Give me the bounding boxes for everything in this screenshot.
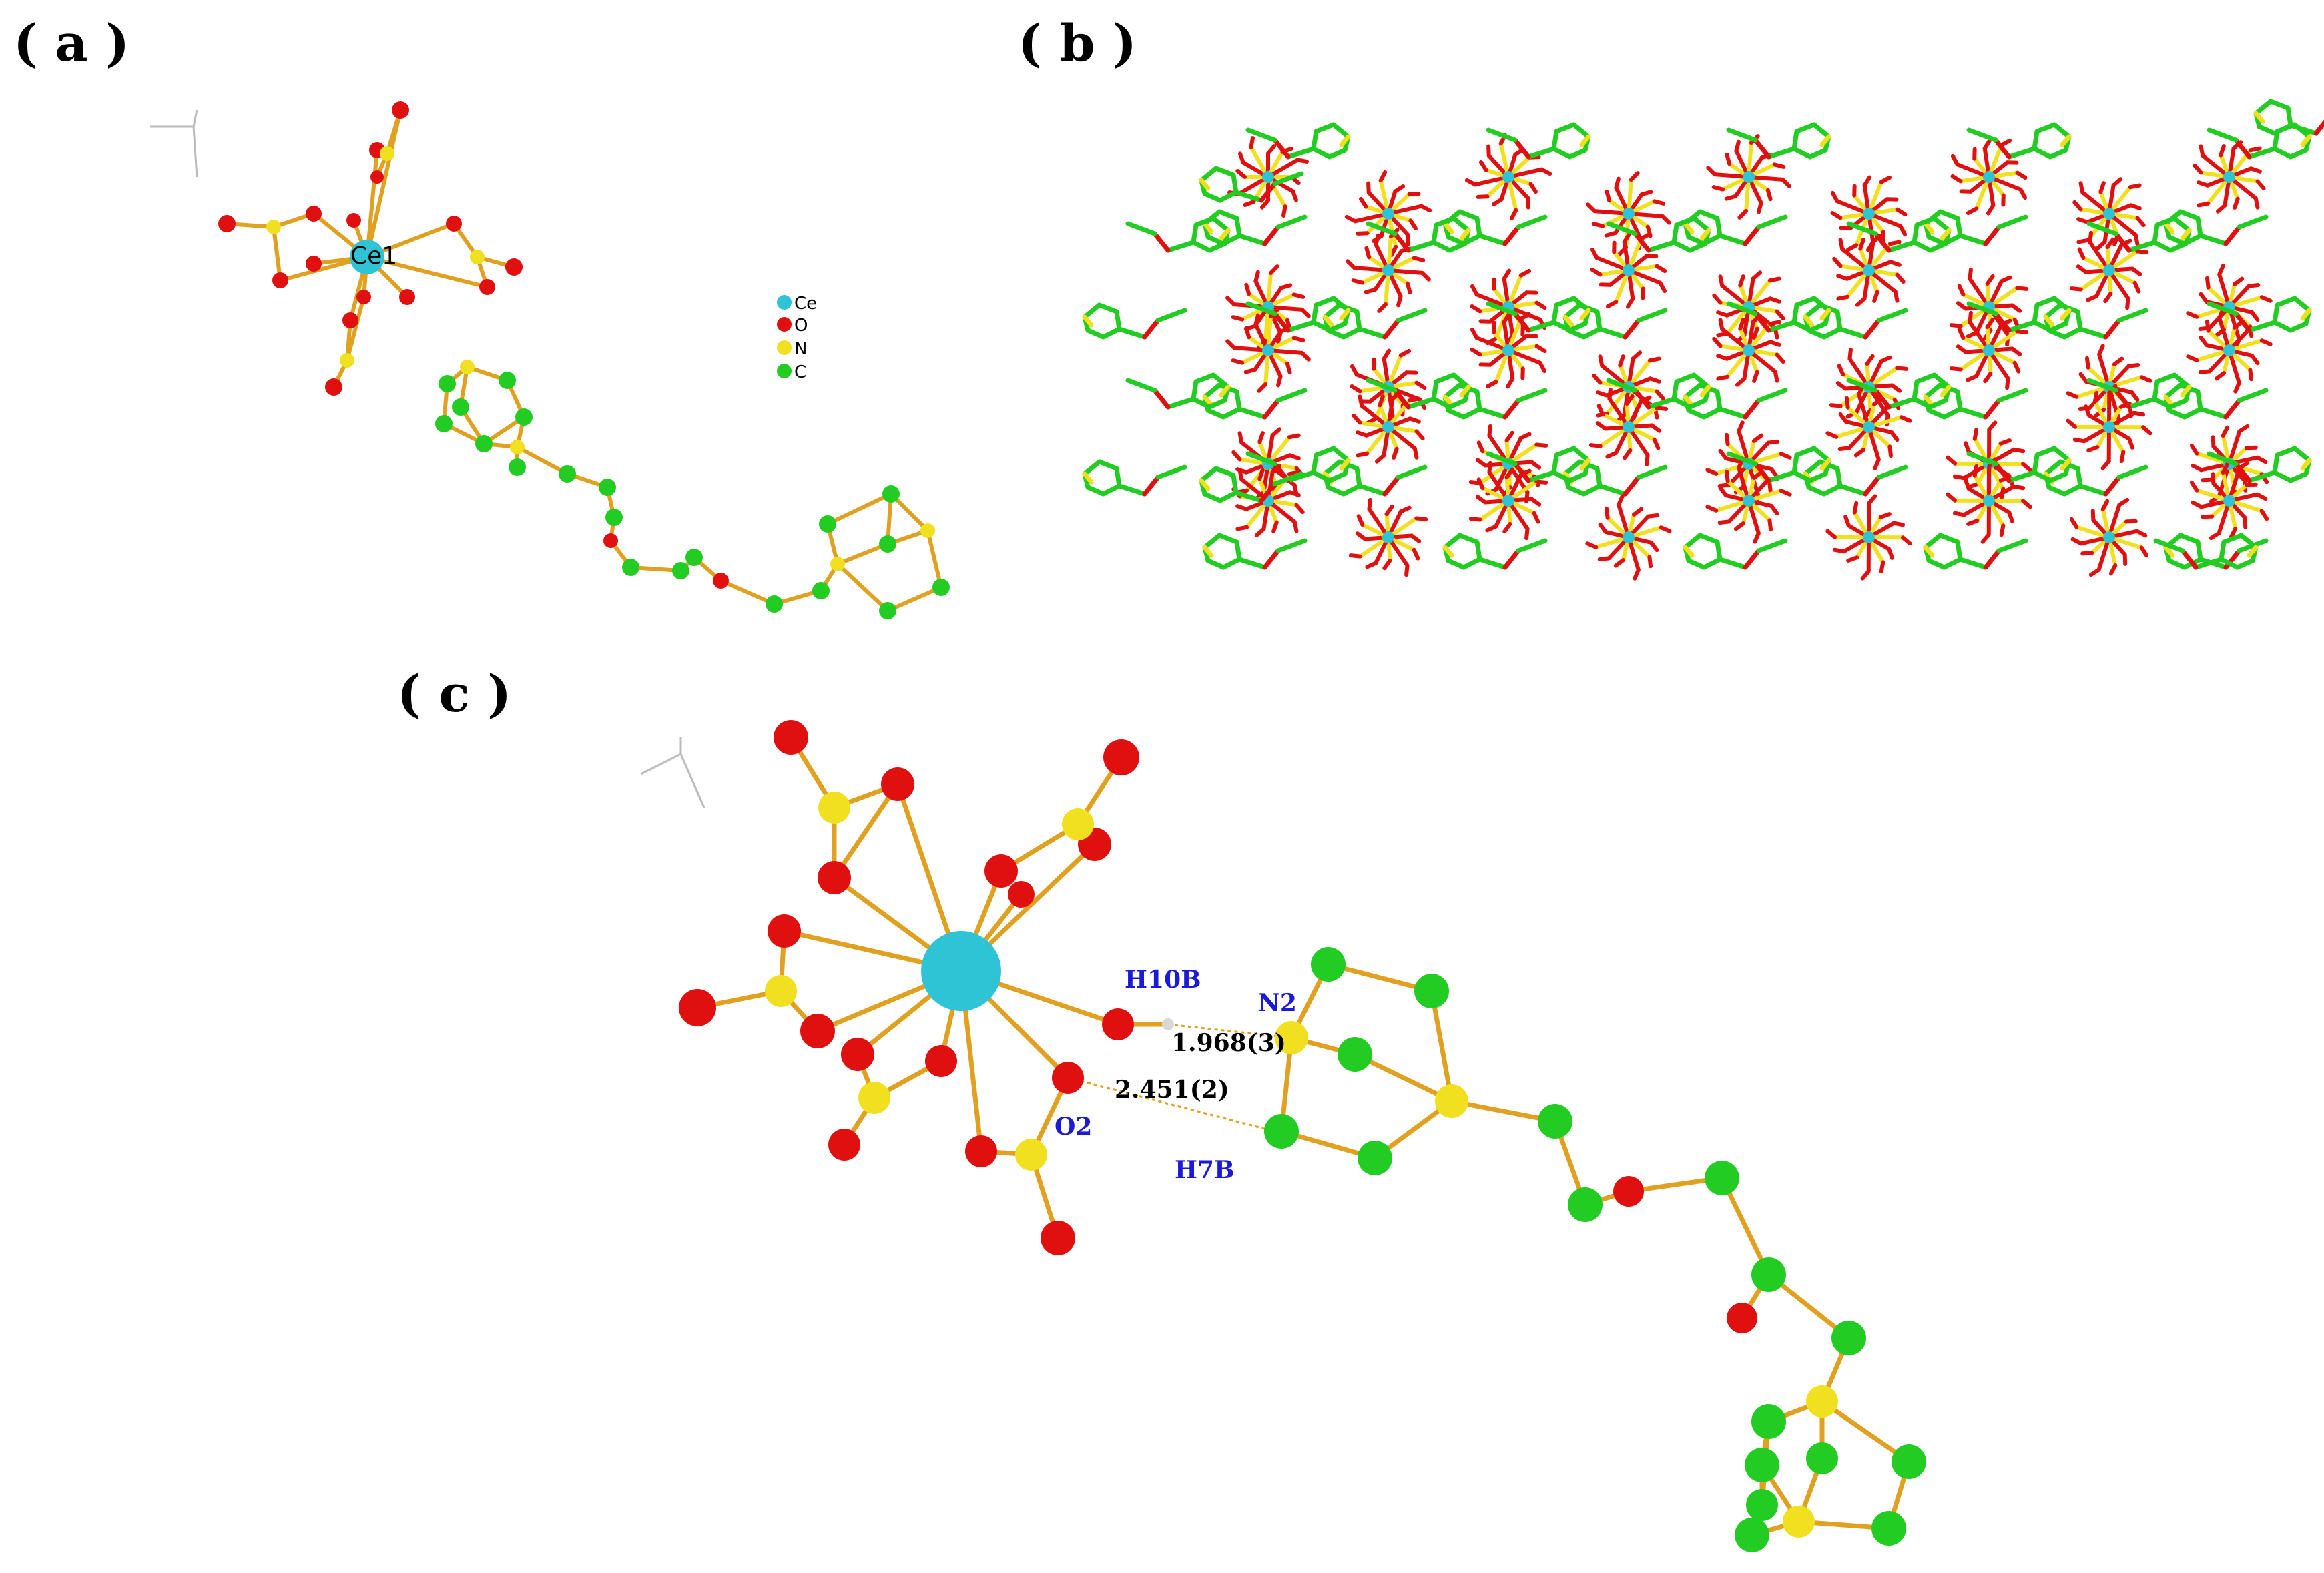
atom-label-ce1: Ce1 — [350, 242, 397, 270]
legend-o-label: O — [794, 316, 808, 336]
axes-indicator-c — [640, 737, 705, 808]
label-h10b: H10B — [1125, 966, 1201, 994]
legend-c-label: C — [794, 362, 806, 382]
panel-c-bonds — [697, 736, 1912, 1538]
panel-a-bonds — [226, 109, 943, 613]
label-distance-1: 1.968(3) — [1171, 1029, 1286, 1057]
label-o2: O2 — [1055, 1113, 1092, 1141]
panel-c-label: ( c ) — [397, 664, 512, 723]
legend-n-swatch — [777, 340, 792, 355]
axes-indicator-a — [150, 109, 198, 178]
legend-ce-label: Ce — [794, 294, 817, 314]
label-n2: N2 — [1258, 989, 1297, 1017]
panel-b-packing — [1082, 99, 2324, 581]
panel-a-structure: Ce1 Ce O N C — [150, 101, 950, 619]
panel-a-label: ( a ) — [13, 13, 130, 73]
legend-ce-swatch — [777, 295, 792, 310]
panel-b-label: ( b ) — [1018, 13, 1137, 73]
legend-n-label: N — [794, 339, 807, 359]
hydrogen-bonds — [1067, 1023, 1292, 1133]
label-distance-2: 2.451(2) — [1115, 1076, 1229, 1104]
panel-c-atoms — [679, 720, 1926, 1552]
label-h7b: H7B — [1175, 1156, 1235, 1184]
panel-a-atoms — [218, 101, 950, 619]
legend: Ce O N C — [777, 294, 817, 382]
legend-o-swatch — [777, 317, 792, 332]
legend-c-swatch — [777, 364, 792, 378]
panel-c-structure: H10B N2 1.968(3) 2.451(2) O2 H7B — [640, 720, 1926, 1552]
